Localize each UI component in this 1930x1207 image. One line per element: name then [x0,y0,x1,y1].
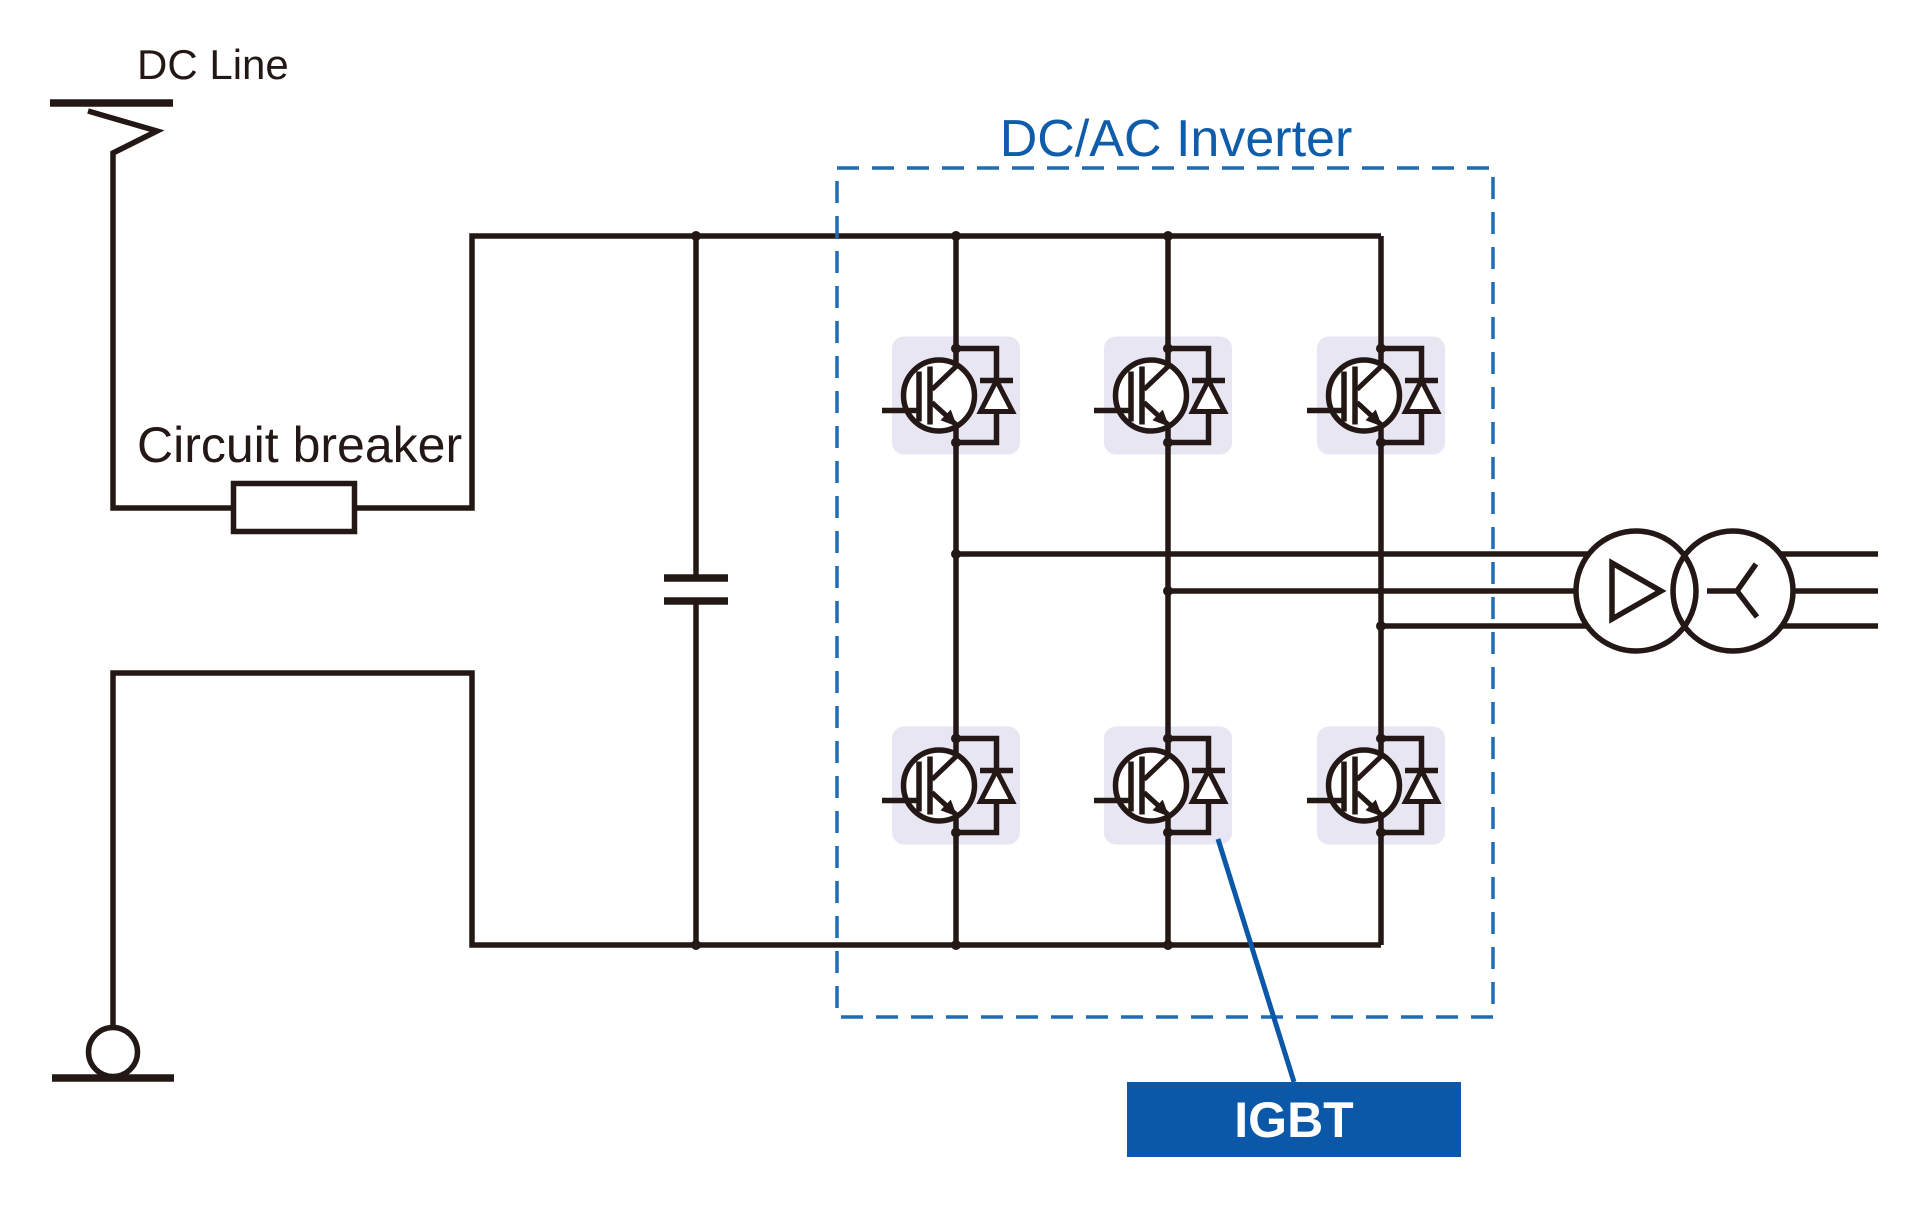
circuit-breaker-symbol [230,480,358,535]
ground-symbol [52,1024,174,1082]
positive-bus-wire [87,108,1381,511]
igbt-callout-line [1215,838,1297,1083]
circuit-breaker-label: Circuit breaker [137,417,462,473]
igbt-callout-box [1127,1082,1461,1157]
ground-terminal-circle [85,1024,141,1080]
capacitor-symbol [664,574,728,605]
transformer-secondary-circle [1670,528,1796,654]
inverter-dashed-box [835,166,1495,1019]
delta-winding-icon [1609,558,1667,624]
inverter-title: DC/AC Inverter [1000,110,1353,168]
junction-dots [691,231,1386,950]
transformer-symbol [1573,528,1796,654]
negative-bus-wire [110,670,1381,1028]
transformer-primary-circle [1573,528,1699,654]
wye-winding-icon [1707,562,1760,619]
dc-line-label: DC Line [137,41,289,88]
igbt-callout-label: IGBT [1234,1092,1353,1148]
